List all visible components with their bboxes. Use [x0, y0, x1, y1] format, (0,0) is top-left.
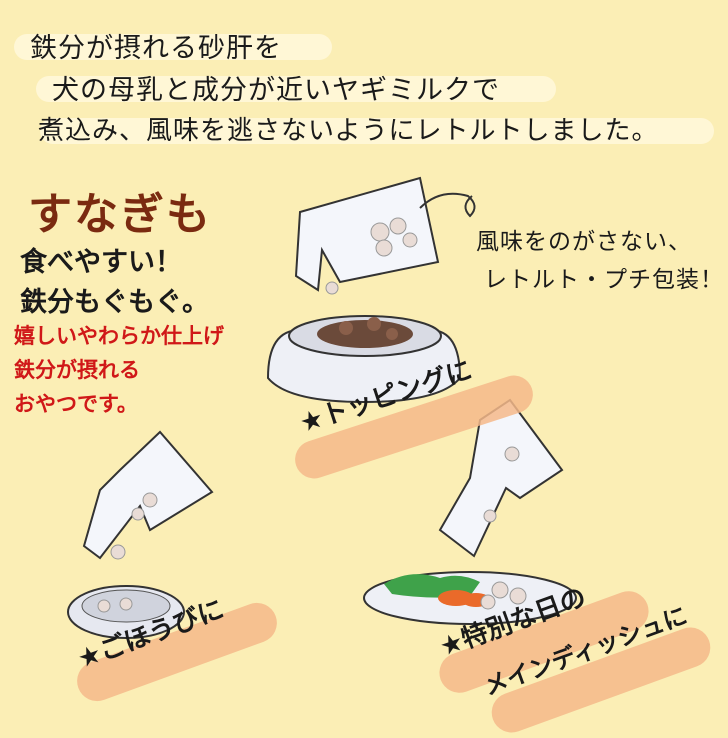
- product-point-1: 食べやすい！: [20, 247, 182, 278]
- product-name: すなぎも: [28, 189, 212, 240]
- package-note-line-2: レトルト・プチ包装！: [484, 267, 724, 293]
- special-pouch-illustration: [438, 398, 564, 558]
- product-desc-2: 鉄分が摂れる: [14, 358, 140, 382]
- product-point-2: 鉄分もぐもぐ。: [20, 287, 209, 318]
- intro-line-2: 犬の母乳と成分が近いヤギミルクで: [52, 75, 500, 106]
- product-desc-1: 嬉しいやわらか仕上げ: [14, 324, 224, 348]
- topping-pouch-illustration: [294, 176, 440, 295]
- package-note-line-1: 風味をのがさない、: [476, 229, 692, 255]
- intro-highlight-2: [36, 76, 556, 102]
- reward-pouch-illustration: [82, 430, 214, 560]
- intro-line-3: 煮込み、風味を逃さないようにレトルトしました。: [38, 116, 659, 146]
- product-desc-3: おやつです。: [14, 392, 138, 416]
- note-arrow-icon: [419, 192, 476, 218]
- intro-line-1: 鉄分が摂れる砂肝を: [30, 33, 282, 64]
- topping-bowl-illustration: [266, 315, 462, 404]
- intro-highlight-3: [40, 118, 714, 144]
- intro-highlight-1: [14, 34, 332, 60]
- reward-dish-illustration: [67, 585, 185, 639]
- special-plate-illustration: [363, 571, 577, 625]
